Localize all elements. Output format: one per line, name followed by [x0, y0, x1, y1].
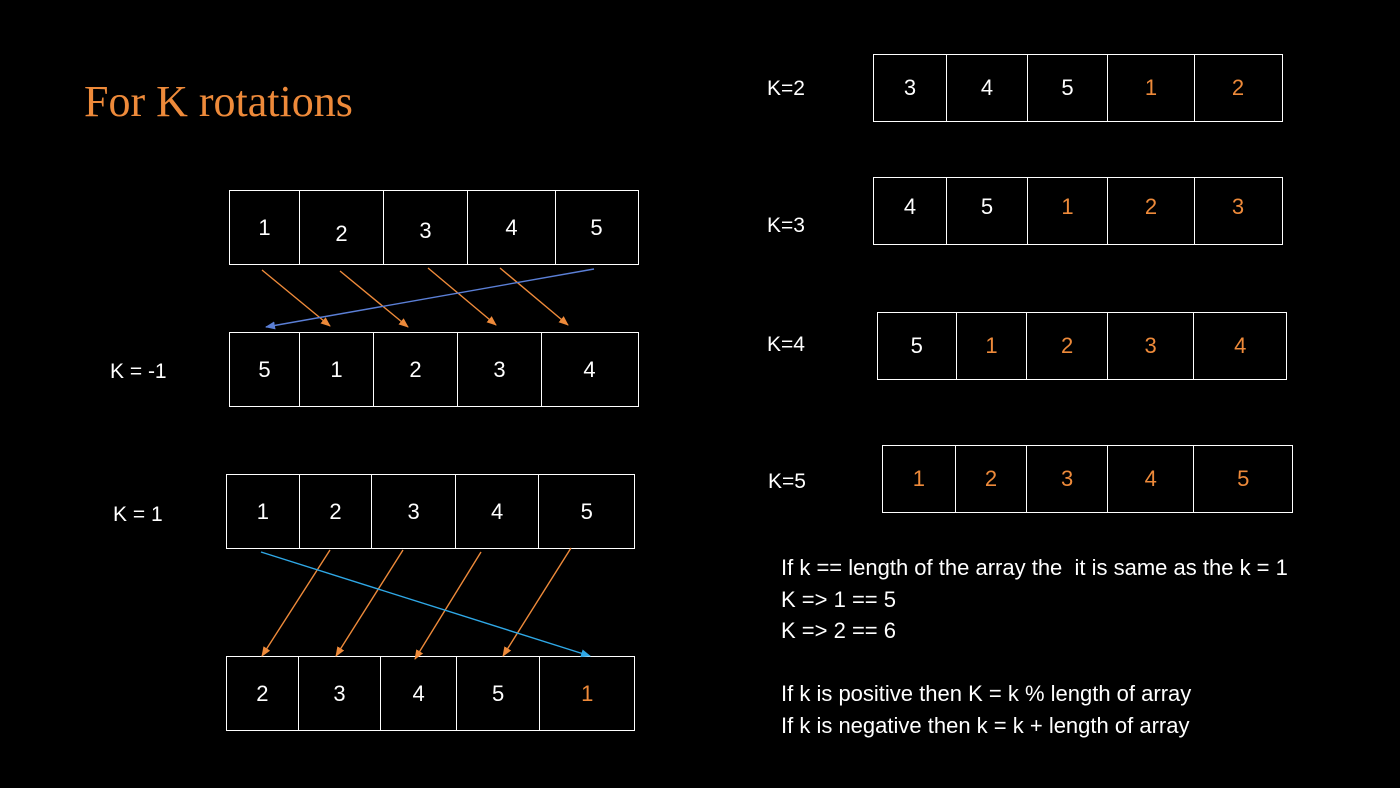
array-cell: 1 — [883, 446, 956, 512]
array-cell: 5 — [457, 657, 541, 730]
array-cell: 2 — [1231, 75, 1245, 100]
array-cell: 2 — [300, 191, 384, 264]
array-cell: 2 — [227, 657, 299, 730]
array-cell: 1 — [1108, 55, 1195, 121]
array-cell: 2 — [300, 475, 373, 548]
array-cell: 2 — [374, 333, 458, 406]
array-cell: 2 — [956, 446, 1028, 512]
array-cell: 4 — [456, 475, 540, 548]
note-line: K => 2 == 6 — [781, 618, 896, 643]
array-cell: 1 — [300, 333, 374, 406]
array-k-1: 1 2 3 4 5 — [226, 474, 635, 549]
array-original: 1 2 3 4 5 — [229, 190, 639, 265]
array-cell: 2 — [1108, 178, 1195, 244]
array-k-neg-1: 5 1 2 3 4 — [229, 332, 639, 407]
note-line: If k is negative then k = k + length of … — [781, 712, 1190, 738]
array-cell: 3 — [299, 657, 382, 730]
arrow-shift-right — [499, 267, 569, 326]
note-line: If k == length of the array the it is sa… — [781, 555, 1288, 580]
array-cell: 4 — [874, 178, 947, 244]
label-k-neg-1: K = -1 — [110, 360, 167, 383]
array-cell: 3 — [384, 191, 468, 264]
array-cell: 1 — [230, 191, 300, 264]
array-cell: 4 — [1234, 333, 1247, 358]
array-cell: 3 — [1231, 194, 1245, 219]
array-cell: 3 — [1027, 446, 1108, 512]
array-cell: 5 — [1028, 55, 1108, 121]
array-cell: 4 — [381, 657, 457, 730]
arrow-shift-right — [261, 269, 331, 327]
array-cell: 1 — [957, 313, 1028, 379]
note-line: K => 1 == 5 — [781, 586, 896, 612]
array-cell: 3 — [874, 55, 947, 121]
label-k-1: K = 1 — [113, 503, 163, 526]
array-cell: 3 — [458, 333, 542, 406]
array-cell: 2 — [1027, 313, 1108, 379]
array-cell: 4 — [947, 55, 1028, 121]
array-k-4: 5 1 2 3 4 — [877, 312, 1287, 380]
arrow-shift-left — [502, 547, 572, 657]
array-k-2: 3 4 5 1 2 — [873, 54, 1283, 122]
arrow-shift-right — [339, 270, 409, 328]
label-k-3: K=3 — [767, 214, 805, 237]
array-k-3: 4 5 1 2 3 — [873, 177, 1283, 245]
array-cell: 5 — [878, 313, 957, 379]
array-cell: 4 — [1108, 446, 1195, 512]
array-cell: 5 — [947, 178, 1028, 244]
array-cell: 4 — [468, 191, 556, 264]
array-cell: 5 — [230, 333, 300, 406]
rotation-notes: If k == length of the array the it is sa… — [781, 552, 1288, 741]
arrow-shift-left — [414, 551, 482, 660]
array-cell: 3 — [372, 475, 456, 548]
arrow-wrap-left — [265, 268, 595, 330]
label-k-5: K=5 — [768, 470, 806, 493]
array-cell: 5 — [1237, 466, 1250, 491]
array-cell: 5 — [580, 498, 593, 524]
arrow-shift-right — [427, 267, 497, 326]
array-cell: 1 — [227, 475, 300, 548]
arrow-wrap-right — [260, 551, 591, 658]
slide-title: For K rotations — [84, 77, 353, 126]
array-k-5: 1 2 3 4 5 — [882, 445, 1293, 513]
array-cell: 1 — [1028, 178, 1108, 244]
label-k-2: K=2 — [767, 77, 805, 100]
array-result: 2 3 4 5 1 — [226, 656, 635, 731]
array-cell: 1 — [581, 680, 594, 706]
array-cell: 5 — [590, 214, 603, 240]
array-cell: 4 — [583, 356, 596, 382]
arrow-shift-left — [261, 549, 331, 657]
arrow-shift-left — [335, 549, 404, 657]
note-line: If k is positive then K = k % length of … — [781, 681, 1192, 706]
array-cell: 3 — [1108, 313, 1195, 379]
label-k-4: K=4 — [767, 333, 805, 356]
